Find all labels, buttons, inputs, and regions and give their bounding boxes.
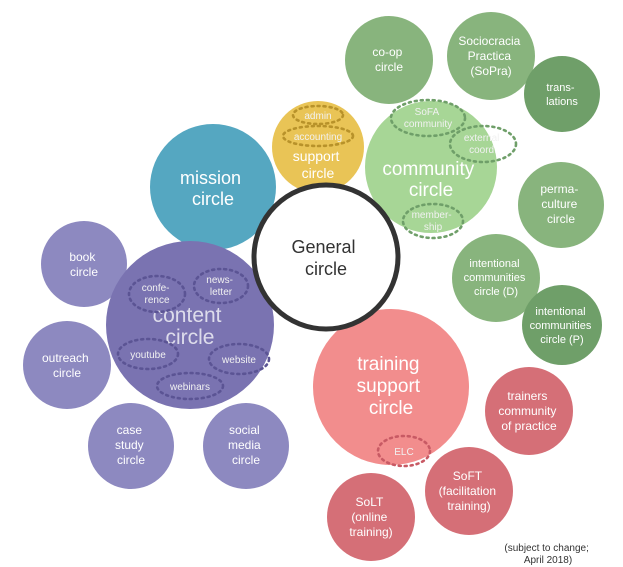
elc-subcircle[interactable]: ELC <box>376 434 432 468</box>
webinars-label: webinars <box>169 382 210 393</box>
admin-label: admin <box>304 111 331 122</box>
youtube-label: youtube <box>130 350 166 361</box>
training-support-title: training support circle <box>357 354 426 419</box>
sofa-community-subcircle[interactable]: SoFA community <box>389 98 467 138</box>
support-circle[interactable]: admin accounting support circle <box>272 101 364 193</box>
content-circle[interactable]: content circle confe- rence news- letter… <box>106 241 274 409</box>
membership-subcircle[interactable]: member- ship <box>401 202 465 240</box>
youtube-subcircle[interactable]: youtube <box>116 337 180 371</box>
book-circle-label: book circle <box>69 250 98 279</box>
soft-circle-label: SoFT (facilitation training) <box>439 469 500 513</box>
newsletter-subcircle[interactable]: news- letter <box>192 267 250 305</box>
general-circle[interactable]: General circle <box>251 182 401 332</box>
website-label: website <box>221 355 256 366</box>
mission-circle[interactable]: mission circle <box>150 124 276 250</box>
conference-label: confe- rence <box>142 283 173 306</box>
case-study-circle-label: case study circle <box>115 423 147 467</box>
elc-label: ELC <box>394 447 413 458</box>
external-coord-label: external coord. <box>464 133 502 156</box>
accounting-subcircle[interactable]: accounting <box>281 124 355 148</box>
permaculture-circle[interactable]: perma- culture circle <box>518 162 604 248</box>
community-circle[interactable]: community circle SoFA community external… <box>365 98 518 240</box>
community-circle-title: community circle <box>382 159 479 201</box>
trainers-community-label: trainers community of practice <box>498 389 559 433</box>
translations-circle-label: trans- lations <box>546 82 578 108</box>
intentional-communities-d-label: intentional communities circle (D) <box>464 258 529 298</box>
sofa-community-label: SoFA community <box>404 107 452 130</box>
webinars-subcircle[interactable]: webinars <box>155 371 225 401</box>
trainers-community-circle[interactable]: trainers community of practice <box>485 367 573 455</box>
website-subcircle[interactable]: website <box>207 342 271 376</box>
translations-circle[interactable]: trans- lations <box>524 56 600 132</box>
newsletter-label: news- letter <box>206 275 235 298</box>
book-circle[interactable]: book circle <box>41 221 127 307</box>
training-support-circle[interactable]: training support circle ELC <box>313 309 469 468</box>
conference-subcircle[interactable]: confe- rence <box>127 274 187 314</box>
external-coord-subcircle[interactable]: external coord. <box>448 124 518 164</box>
social-media-circle-label: social media circle <box>228 423 264 467</box>
outreach-circle-label: outreach circle <box>42 351 92 380</box>
social-media-circle[interactable]: social media circle <box>203 403 289 489</box>
mission-circle-title: mission circle <box>180 168 246 209</box>
solt-circle-label: SoLT (online training) <box>349 495 392 539</box>
sopra-circle-label: Sociocracia Practica (SoPra) <box>458 34 523 78</box>
subject-to-change-note: (subject to change; April 2018) <box>504 543 591 566</box>
accounting-label: accounting <box>294 132 342 143</box>
intentional-communities-d-circle[interactable]: intentional communities circle (D) <box>452 234 540 322</box>
solt-circle[interactable]: SoLT (online training) <box>327 473 415 561</box>
soft-circle[interactable]: SoFT (facilitation training) <box>425 447 513 535</box>
admin-subcircle[interactable]: admin <box>291 104 345 126</box>
intentional-communities-p-label: intentional communities circle (P) <box>530 306 595 346</box>
intentional-communities-p-circle[interactable]: intentional communities circle (P) <box>522 285 602 365</box>
permaculture-circle-label: perma- culture circle <box>540 182 581 226</box>
sopra-circle[interactable]: Sociocracia Practica (SoPra) <box>447 12 535 100</box>
support-circle-title: support circle <box>293 148 344 181</box>
co-op-circle-label: co-op circle <box>372 45 405 74</box>
membership-label: member- ship <box>412 210 455 233</box>
general-circle-title: General circle <box>291 237 360 279</box>
case-study-circle[interactable]: case study circle <box>88 403 174 489</box>
co-op-circle[interactable]: co-op circle <box>345 16 433 104</box>
outreach-circle[interactable]: outreach circle <box>23 321 111 409</box>
